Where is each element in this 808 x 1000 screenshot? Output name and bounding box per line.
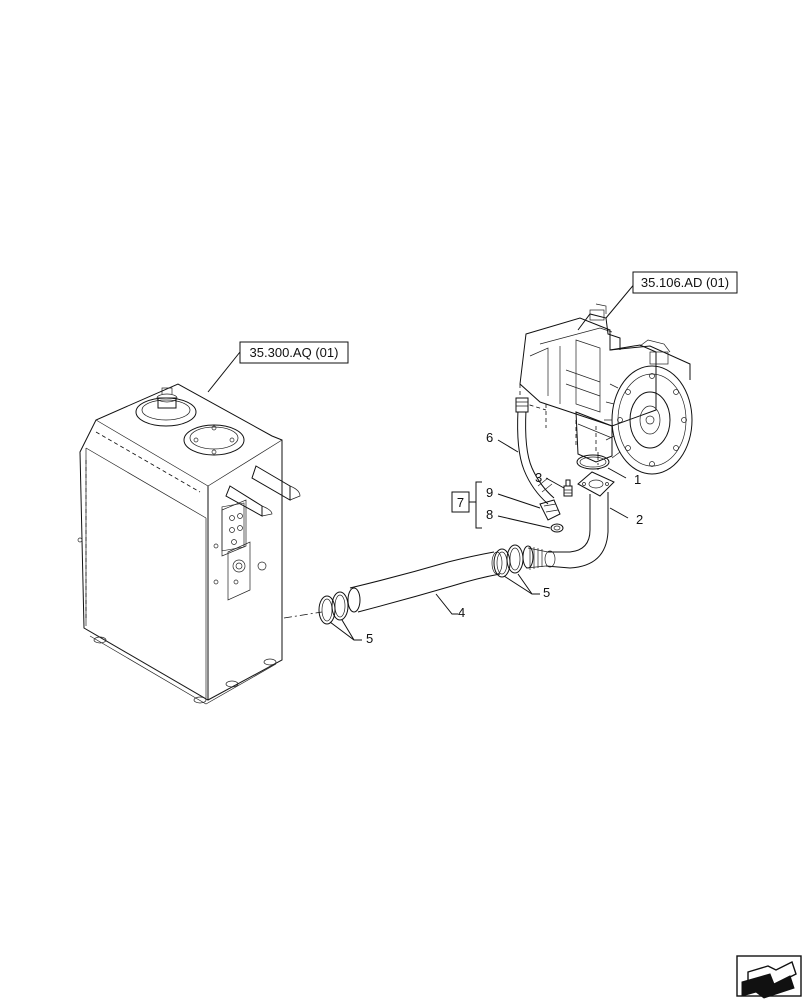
seal-part-8[interactable] bbox=[550, 523, 564, 533]
svg-text:3: 3 bbox=[535, 470, 542, 485]
tank-reference-label[interactable]: 35.300.AQ (01) bbox=[207, 341, 349, 393]
suction-hose-part-4[interactable] bbox=[347, 551, 503, 613]
svg-text:7: 7 bbox=[457, 495, 464, 510]
svg-text:4: 4 bbox=[458, 605, 465, 620]
callout-6: 6 bbox=[486, 430, 519, 453]
fitting-part-3[interactable] bbox=[563, 479, 573, 497]
hose-clamps-part-5-right[interactable] bbox=[493, 544, 524, 578]
svg-text:35.106.AD (01): 35.106.AD (01) bbox=[641, 275, 729, 290]
o-ring-part-1[interactable] bbox=[576, 454, 610, 470]
drain-hose-part-6[interactable] bbox=[515, 397, 555, 505]
next-page-arrow-icon[interactable] bbox=[736, 955, 802, 999]
callout-5-left: 5 bbox=[329, 619, 373, 646]
callout-7-assembly: 7 bbox=[451, 481, 482, 529]
callout-9: 9 bbox=[486, 485, 541, 509]
callout-3: 3 bbox=[535, 470, 565, 489]
callout-1: 1 bbox=[607, 467, 641, 487]
svg-text:9: 9 bbox=[486, 485, 493, 500]
centre-line bbox=[283, 611, 323, 619]
hydraulic-tank bbox=[77, 383, 301, 705]
hydraulic-pump bbox=[519, 303, 693, 475]
pump-reference-label[interactable]: 35.106.AD (01) bbox=[605, 271, 738, 319]
svg-text:2: 2 bbox=[636, 512, 643, 527]
callout-4: 4 bbox=[435, 593, 465, 620]
callout-2: 2 bbox=[609, 507, 643, 527]
svg-text:5: 5 bbox=[543, 585, 550, 600]
svg-text:8: 8 bbox=[486, 507, 493, 522]
svg-text:1: 1 bbox=[634, 472, 641, 487]
adapter-part-9[interactable] bbox=[539, 499, 561, 521]
callout-8: 8 bbox=[486, 507, 551, 529]
hose-clamps-part-5-left[interactable] bbox=[318, 591, 349, 625]
svg-text:5: 5 bbox=[366, 631, 373, 646]
callout-5-right: 5 bbox=[503, 573, 550, 600]
svg-text:6: 6 bbox=[486, 430, 493, 445]
svg-text:35.300.AQ (01): 35.300.AQ (01) bbox=[250, 345, 339, 360]
suction-elbow-part-2[interactable] bbox=[522, 471, 615, 570]
